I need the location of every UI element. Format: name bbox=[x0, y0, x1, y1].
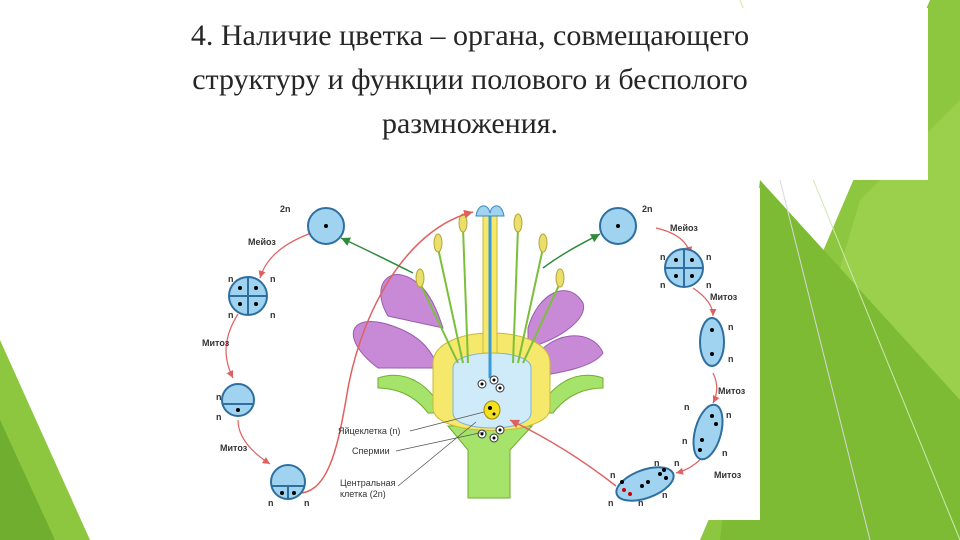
right-n-label-6: n bbox=[728, 354, 734, 364]
arrow-ovule-to-megaspore bbox=[542, 233, 601, 269]
receptacle bbox=[446, 425, 534, 499]
egg-cell bbox=[483, 400, 501, 420]
right-green-band-dark bbox=[720, 180, 960, 540]
right-n-label-4: n bbox=[706, 280, 712, 290]
left-n-label-1: n bbox=[228, 274, 234, 284]
embryo-sac-cells bbox=[477, 375, 505, 443]
arrow-left-2 bbox=[225, 313, 239, 379]
right-n-label-2: n bbox=[706, 252, 712, 262]
title-line-3: размножения. bbox=[381, 107, 559, 140]
sperm-label: Спермии bbox=[352, 446, 390, 456]
left-n-label-4: n bbox=[270, 310, 276, 320]
male-gametophyte-series bbox=[221, 207, 345, 500]
ovule bbox=[452, 352, 532, 429]
arrow-left-3 bbox=[237, 419, 271, 465]
right-n-label-11: n bbox=[610, 470, 616, 480]
arrow-embryo-sac-to-ovule bbox=[509, 419, 617, 487]
right-mitosis-label-3: Митоз bbox=[714, 470, 742, 480]
right-n-label-5: n bbox=[728, 322, 734, 332]
arrow-anther-to-microspore bbox=[340, 237, 414, 274]
left-n-label-8: n bbox=[304, 498, 310, 508]
arrow-right-2 bbox=[692, 287, 717, 317]
left-meiosis-label: Мейоз bbox=[248, 237, 276, 247]
left-n-label-7: n bbox=[268, 498, 274, 508]
flower-reproduction-diagram: 2n Мейоз n n n n Митоз n n Митоз n n 2n … bbox=[198, 188, 760, 520]
petal-left bbox=[352, 321, 439, 369]
stigma bbox=[475, 205, 505, 217]
arrow-left-1 bbox=[258, 231, 315, 279]
decor-line-2 bbox=[779, 179, 871, 540]
mature-embryo-sac bbox=[615, 466, 675, 502]
central-cell-pointer bbox=[397, 421, 477, 487]
title-line-1: 4. Наличие цветка – органа, совмещающего bbox=[190, 19, 750, 52]
title-line-2: структуру и функции полового и бесполого bbox=[192, 63, 748, 96]
right-n-label-12: n bbox=[654, 458, 660, 468]
right-n-label-3: n bbox=[660, 280, 666, 290]
right-n-label-15: n bbox=[638, 498, 644, 508]
left-mitosis-label-1: Митоз bbox=[202, 338, 230, 348]
left-n-label-6: n bbox=[216, 412, 222, 422]
right-2n-label: 2n bbox=[642, 204, 653, 214]
arrow-pollen-to-stigma bbox=[292, 209, 474, 494]
egg-cell-label: Яйцеклетка (n) bbox=[338, 426, 400, 436]
title-background bbox=[80, 8, 928, 180]
right-n-label-16: n bbox=[662, 490, 668, 500]
petal-left-back bbox=[380, 274, 444, 329]
slide-title: 4. Наличие цветка – органа, совмещающего… bbox=[80, 14, 860, 146]
right-meiosis-label: Мейоз bbox=[670, 223, 698, 233]
petal-right-back bbox=[527, 290, 585, 349]
central-cell-label-line-1: Центральная bbox=[340, 478, 396, 488]
embryo-sac-stage-2 bbox=[692, 403, 724, 461]
egg-cell-pointer bbox=[409, 411, 485, 432]
flower bbox=[352, 205, 604, 499]
right-n-label-10: n bbox=[722, 448, 728, 458]
left-n-label-3: n bbox=[228, 310, 234, 320]
left-2n-label: 2n bbox=[280, 204, 291, 214]
left-n-label-2: n bbox=[270, 274, 276, 284]
embryo-sac-stage-1 bbox=[699, 317, 725, 367]
left-green-triangle-dark bbox=[0, 420, 55, 540]
central-cell-label-line-2: клетка (2n) bbox=[340, 489, 386, 499]
right-mitosis-label-2: Митоз bbox=[718, 386, 746, 396]
right-n-label-14: n bbox=[608, 498, 614, 508]
arrow-right-3 bbox=[712, 372, 720, 404]
right-mitosis-label-1: Митоз bbox=[710, 292, 738, 302]
right-n-label-9: n bbox=[682, 436, 688, 446]
female-gametophyte-series bbox=[599, 207, 725, 502]
left-mitosis-label-2: Митоз bbox=[220, 443, 248, 453]
right-n-label-13: n bbox=[674, 458, 680, 468]
right-n-label-7: n bbox=[684, 402, 690, 412]
microspore-cell bbox=[221, 383, 255, 417]
left-n-label-5: n bbox=[216, 392, 222, 402]
right-n-label-1: n bbox=[660, 252, 666, 262]
sperm-pointer bbox=[395, 431, 485, 452]
right-n-label-8: n bbox=[726, 410, 732, 420]
